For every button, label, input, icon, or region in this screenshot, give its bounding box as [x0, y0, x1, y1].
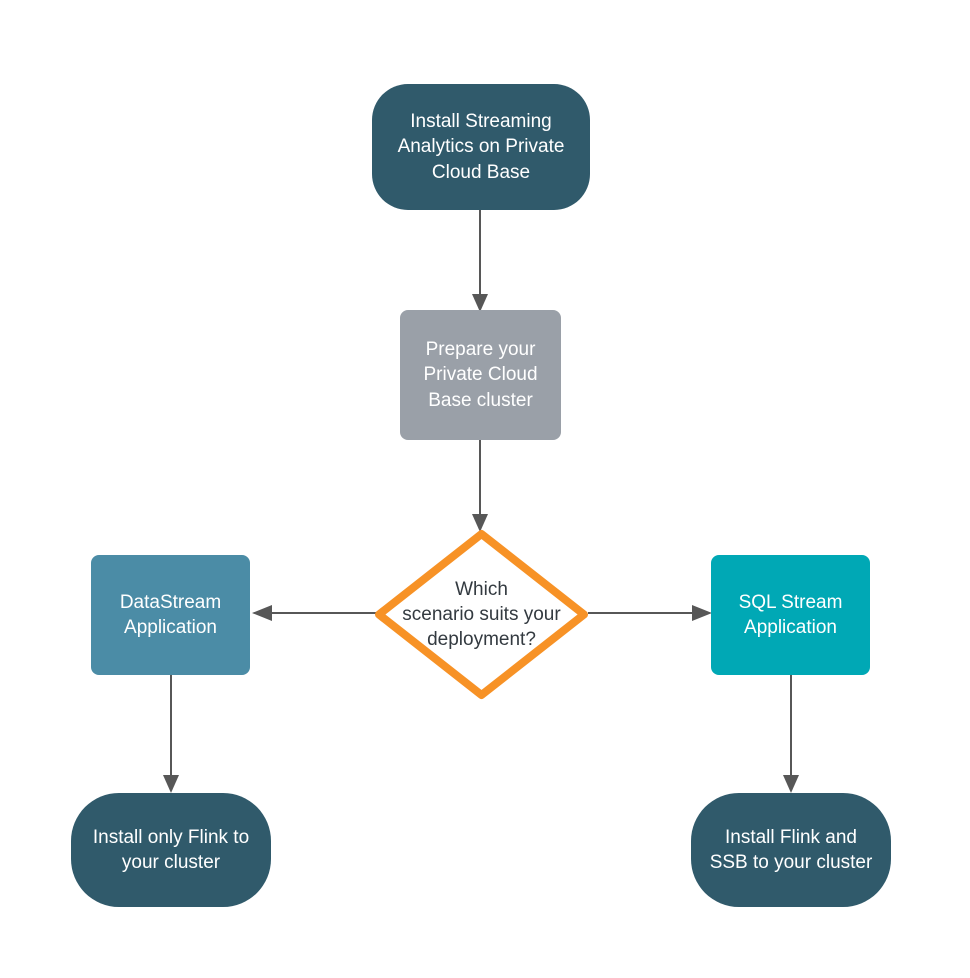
node-label: SQL Stream Application — [738, 591, 843, 638]
edge-decision-to-datastream — [252, 605, 376, 621]
node-sql-stream-application[interactable]: SQL Stream Application — [711, 555, 870, 675]
edge-decision-to-sqlstream — [588, 605, 712, 621]
node-label: DataStream Application — [119, 591, 222, 638]
node-install-flink-and-ssb[interactable]: Install Flink and SSB to your cluster — [691, 793, 891, 907]
node-install-flink-only[interactable]: Install only Flink to your cluster — [71, 793, 271, 907]
diamond-shape — [375, 530, 588, 699]
node-install-streaming-analytics[interactable]: Install Streaming Analytics on Private C… — [372, 84, 590, 210]
node-label: Install Streaming Analytics on Private C… — [397, 111, 565, 183]
node-label: Install only Flink to your cluster — [92, 826, 250, 873]
node-label: Which scenario suits your deployment? — [402, 578, 561, 651]
edge-prepare-to-decision — [472, 438, 488, 532]
node-label: Install Flink and SSB to your cluster — [709, 826, 873, 873]
node-which-scenario[interactable]: Which scenario suits your deployment? — [373, 528, 590, 701]
node-label: Prepare your Private Cloud Base cluster — [423, 339, 538, 411]
edge-install-to-prepare — [472, 208, 488, 312]
node-datastream-application[interactable]: DataStream Application — [91, 555, 250, 675]
edge-sqlstream-to-flink-ssb — [783, 673, 799, 793]
node-prepare-cluster[interactable]: Prepare your Private Cloud Base cluster — [400, 310, 561, 440]
edge-datastream-to-flink — [163, 673, 179, 793]
